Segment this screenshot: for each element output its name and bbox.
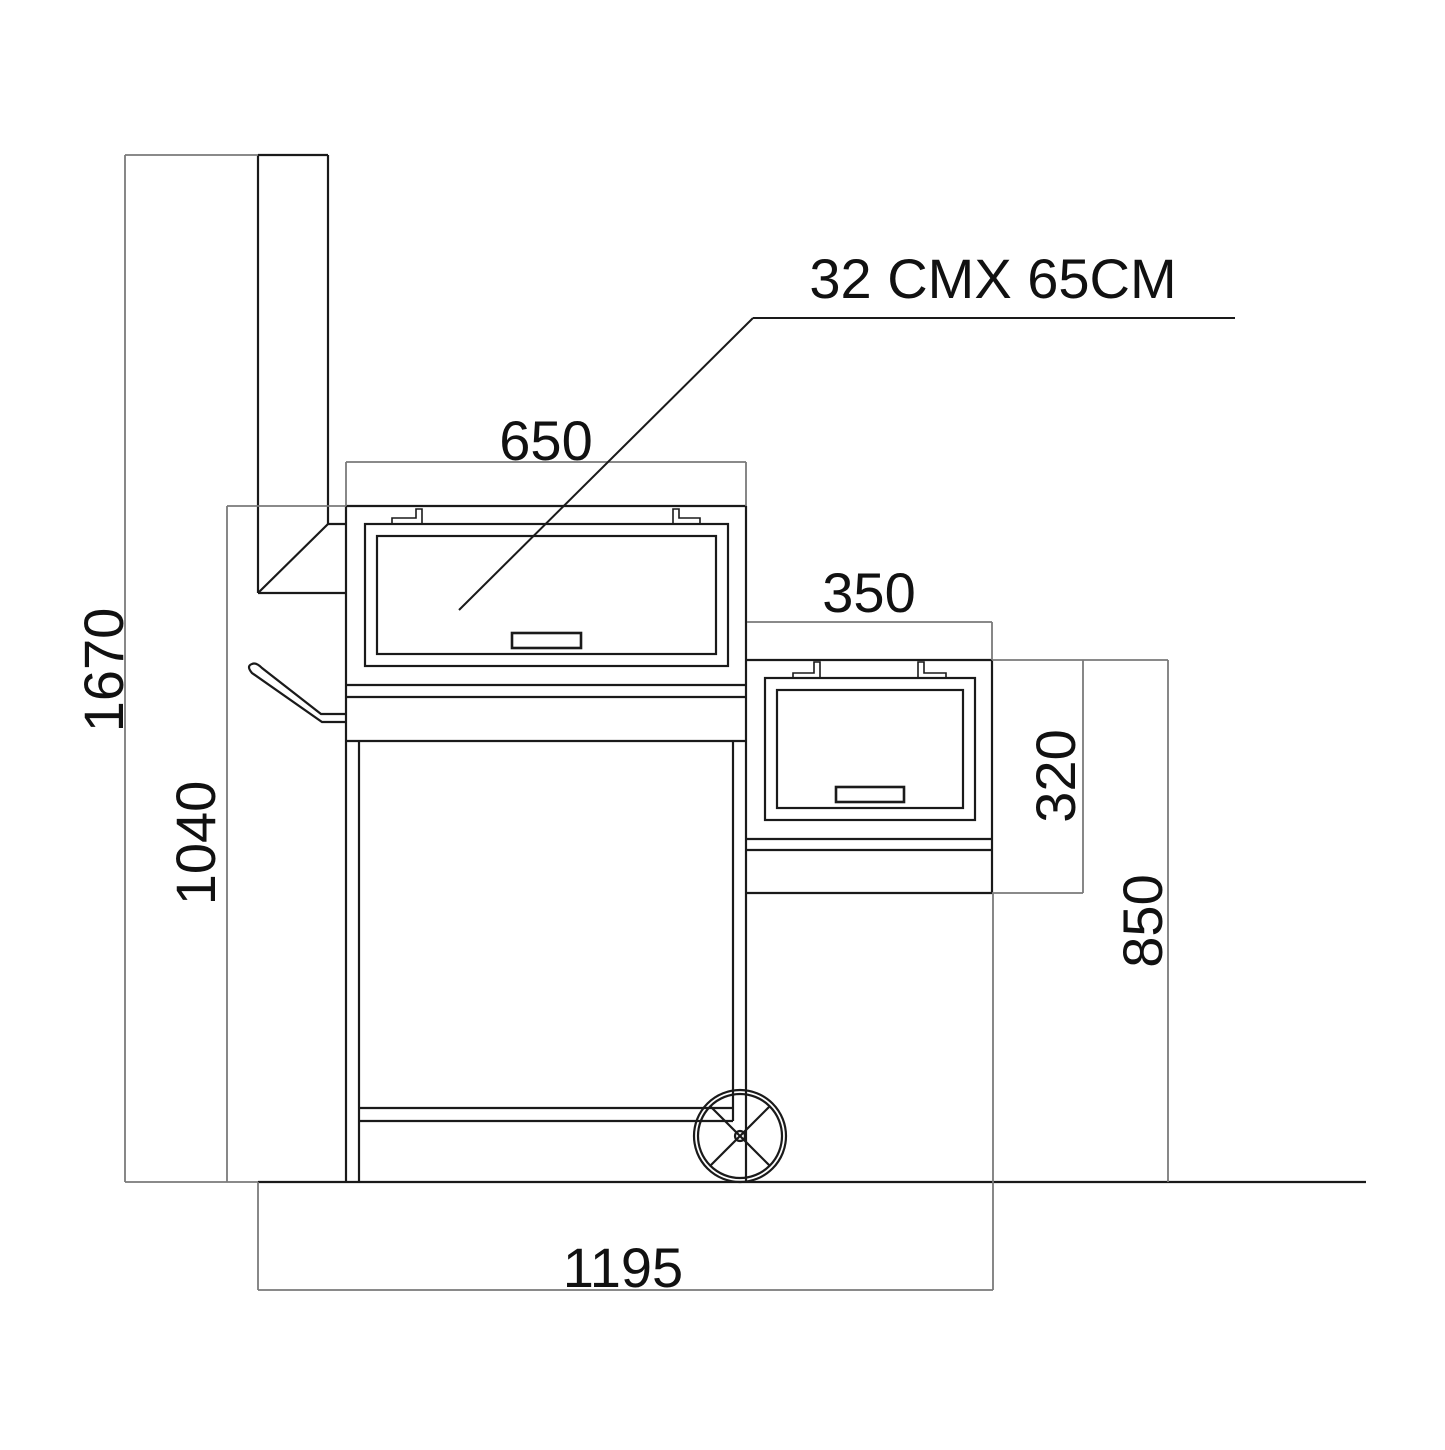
dim-chamber-width bbox=[345, 461, 747, 506]
firebox-lid-handle bbox=[834, 785, 906, 804]
dim-firebox-width bbox=[747, 621, 993, 660]
dim-total-width bbox=[257, 893, 994, 1291]
hinge-left bbox=[391, 508, 423, 524]
chamber-lid-outer bbox=[363, 522, 730, 668]
callout-label: 32 CMX 65CM bbox=[809, 247, 1176, 310]
side-handle bbox=[247, 662, 346, 724]
dim-firebox-height-label: 850 bbox=[1111, 874, 1174, 967]
firebox-hinge-right bbox=[917, 661, 947, 678]
main-chamber bbox=[344, 504, 748, 1182]
chamber-lid-inner bbox=[375, 534, 718, 656]
dim-chamber-height bbox=[226, 505, 346, 1182]
dim-firebox-box-height-label: 320 bbox=[1024, 729, 1087, 822]
dim-chamber-height-label: 1040 bbox=[164, 781, 227, 906]
firebox bbox=[747, 658, 994, 895]
firebox-lid-outer bbox=[763, 676, 977, 822]
callout-leader bbox=[458, 317, 1235, 611]
dim-total-width-label: 1195 bbox=[563, 1236, 683, 1299]
firebox-lid-inner bbox=[775, 688, 965, 810]
hinge-right bbox=[672, 508, 701, 524]
dim-chamber-width-label: 650 bbox=[499, 409, 592, 472]
wheel bbox=[692, 1088, 788, 1184]
dim-firebox-height bbox=[1083, 659, 1169, 1182]
firebox-hinge-left bbox=[792, 661, 821, 678]
dim-firebox-box-height bbox=[992, 659, 1084, 894]
chamber-lid-handle bbox=[510, 631, 583, 650]
dim-firebox-width-label: 350 bbox=[822, 561, 915, 624]
dim-total-height bbox=[124, 154, 258, 1183]
dim-total-height-label: 1670 bbox=[72, 608, 135, 733]
chimney bbox=[256, 153, 346, 595]
